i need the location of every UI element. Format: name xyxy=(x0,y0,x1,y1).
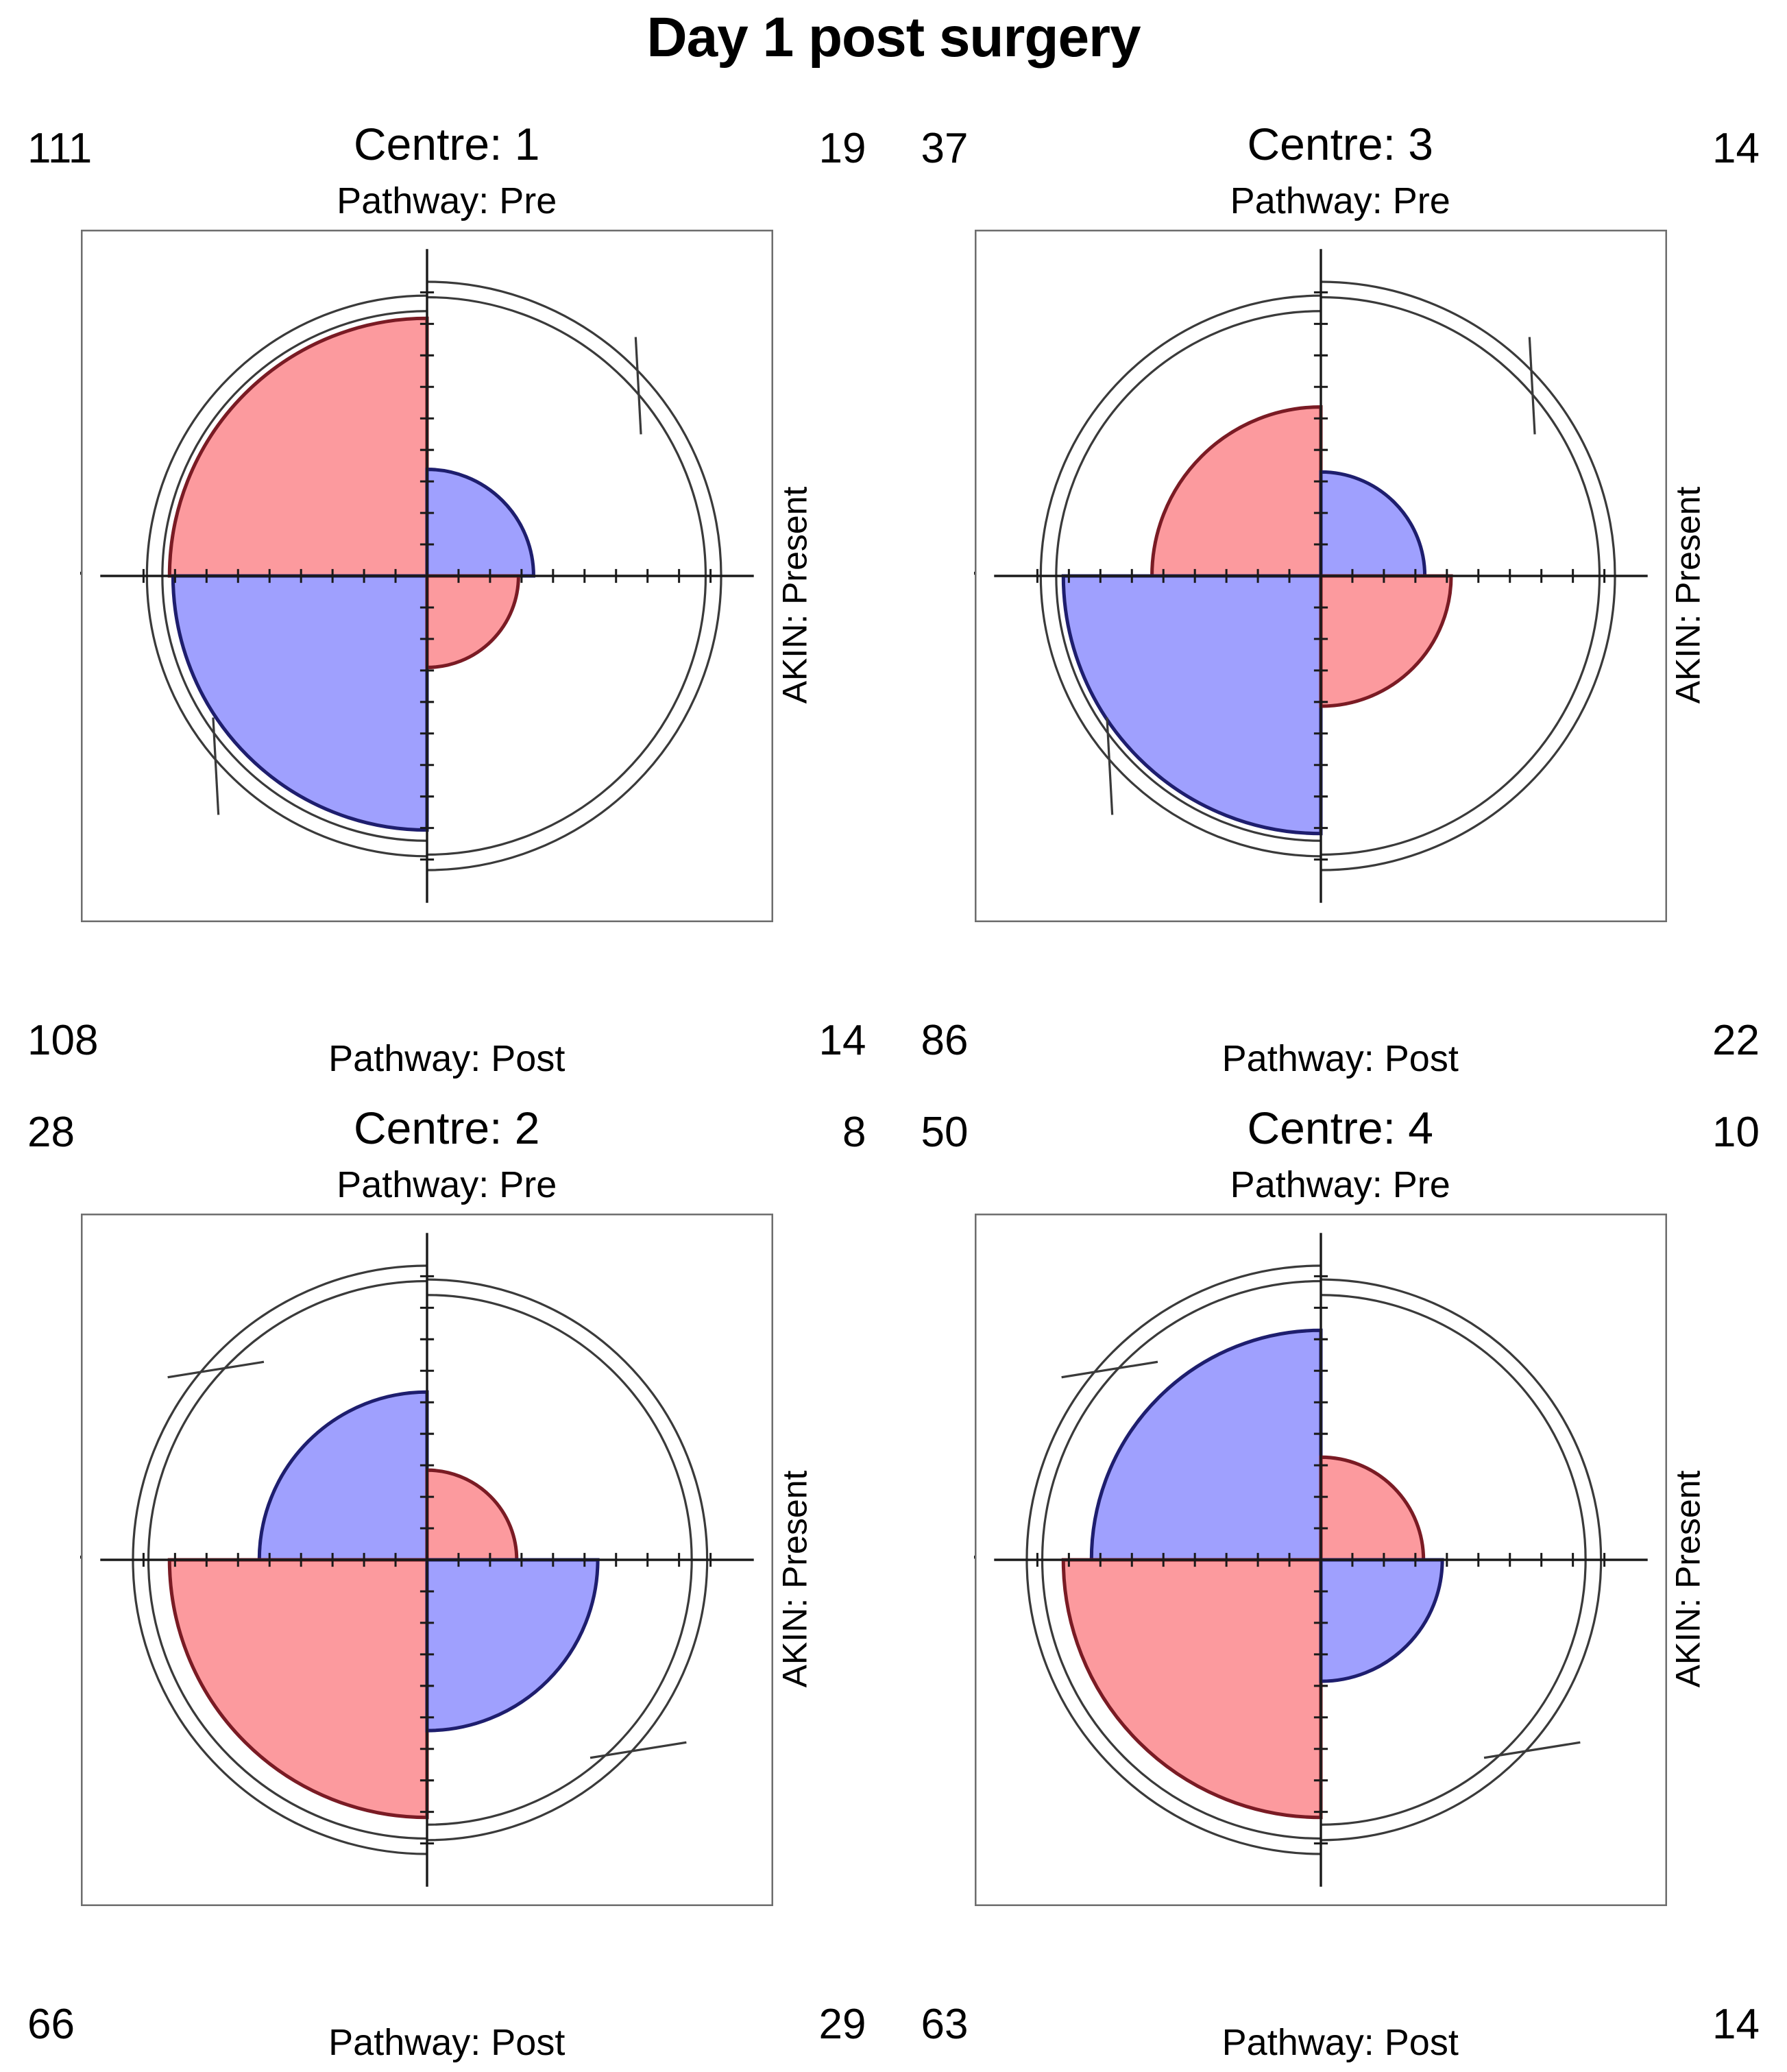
panel-title: Centre: 4 xyxy=(1247,1103,1433,1153)
panel-centre-1: Centre: 1 Pathway: Pre Pathway: Post AKI… xyxy=(0,103,894,1087)
fourfold-plot xyxy=(81,230,773,922)
cell-count-bottom-right: 29 xyxy=(818,2001,866,2048)
cell-count-top-right: 14 xyxy=(1712,125,1760,172)
axis-label-top: Pathway: Pre xyxy=(1230,1164,1450,1205)
panel-centre-3: Centre: 3 Pathway: Pre Pathway: Post AKI… xyxy=(894,103,1787,1087)
axis-label-top: Pathway: Pre xyxy=(337,1164,557,1205)
axis-label-top: Pathway: Pre xyxy=(1230,180,1450,221)
cell-count-top-left: 28 xyxy=(27,1109,75,1156)
axis-label-right: AKIN: Present xyxy=(1668,486,1707,703)
cell-count-bottom-left: 66 xyxy=(27,2001,75,2048)
axis-label-right: AKIN: Present xyxy=(775,486,814,703)
axis-label-bottom: Pathway: Post xyxy=(328,2022,566,2063)
fourfold-plot xyxy=(81,1214,773,1906)
panel-title: Centre: 2 xyxy=(354,1103,540,1153)
cell-count-bottom-left: 108 xyxy=(27,1017,99,1064)
cell-count-bottom-right: 22 xyxy=(1712,1017,1760,1064)
panel-title: Centre: 3 xyxy=(1247,119,1433,169)
cell-count-top-right: 8 xyxy=(842,1109,866,1156)
fourfold-plot xyxy=(974,1214,1667,1906)
axis-label-bottom: Pathway: Post xyxy=(1221,2022,1459,2063)
axis-label-bottom: Pathway: Post xyxy=(328,1038,566,1079)
panel-centre-4: Centre: 4 Pathway: Pre Pathway: Post AKI… xyxy=(894,1087,1787,2071)
page-title: Day 1 post surgery xyxy=(646,6,1141,69)
cell-count-top-right: 19 xyxy=(818,125,866,172)
cell-count-top-left: 111 xyxy=(27,125,93,172)
axis-label-bottom: Pathway: Post xyxy=(1221,1038,1459,1079)
cell-count-bottom-left: 86 xyxy=(921,1017,969,1064)
axis-label-right: AKIN: Present xyxy=(1668,1470,1707,1687)
panel-grid: Centre: 1 Pathway: Pre Pathway: Post AKI… xyxy=(0,103,1787,2071)
panel-title: Centre: 1 xyxy=(354,119,540,169)
cell-count-bottom-right: 14 xyxy=(818,1017,866,1064)
cell-count-top-right: 10 xyxy=(1712,1109,1760,1156)
axis-label-top: Pathway: Pre xyxy=(337,180,557,221)
cell-count-top-left: 50 xyxy=(921,1109,969,1156)
cell-count-top-left: 37 xyxy=(921,125,969,172)
panel-centre-2: Centre: 2 Pathway: Pre Pathway: Post AKI… xyxy=(0,1087,894,2071)
cell-count-bottom-right: 14 xyxy=(1712,2001,1760,2048)
fourfold-plot xyxy=(974,230,1667,922)
cell-count-bottom-left: 63 xyxy=(921,2001,969,2048)
axis-label-right: AKIN: Present xyxy=(775,1470,814,1687)
